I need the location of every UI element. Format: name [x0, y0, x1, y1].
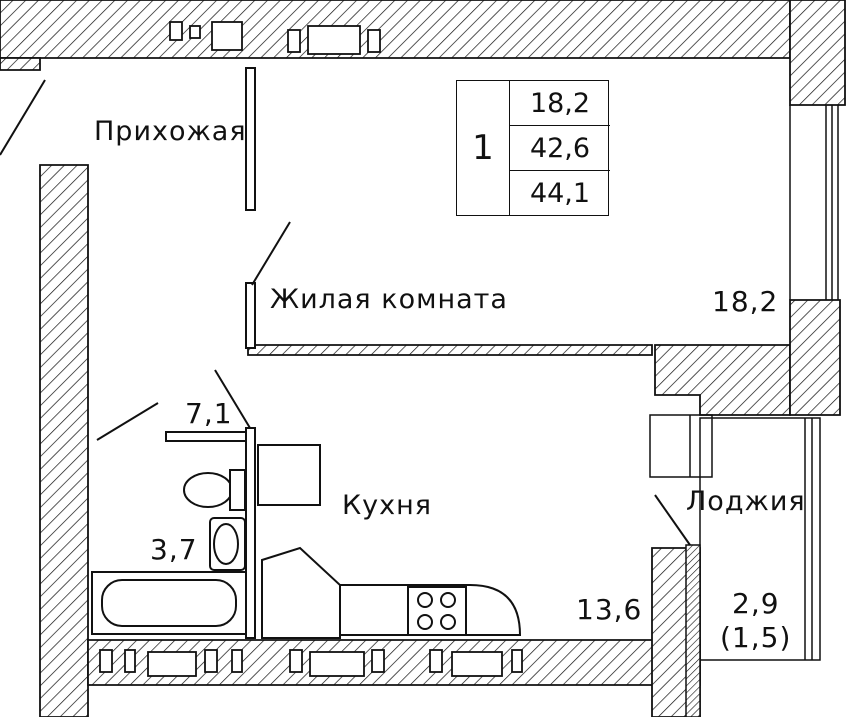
room-count: 1 — [457, 81, 510, 215]
living-left-partition — [245, 282, 256, 349]
top-wall — [0, 0, 791, 59]
toilet-icon — [183, 469, 246, 511]
kitchen-label: Кухня — [342, 490, 433, 521]
hallway-area: 7,1 — [185, 397, 233, 430]
total-area-value: 42,6 — [510, 126, 610, 171]
total-area-with-loggia-value: 44,1 — [529, 178, 591, 209]
loggia-glazing — [649, 414, 821, 717]
apartment-summary-table: 1 18,2 42,6 44,1 — [456, 80, 610, 216]
bath-top-partition — [165, 431, 247, 442]
hall-partition — [245, 67, 256, 211]
hallway-label: Прихожая — [94, 116, 247, 147]
wall-openings — [99, 21, 523, 677]
left-main-wall — [39, 164, 89, 717]
loggia-area: 2,9 — [732, 587, 780, 620]
living-room-label: Жилая комната — [270, 284, 508, 315]
right-mid-wall — [654, 344, 791, 416]
loggia-label: Лоджия — [686, 486, 806, 517]
bath-right-partition — [245, 427, 256, 639]
bathtub-icon — [91, 571, 247, 635]
loggia-reduced-area: (1,5) — [720, 621, 792, 654]
living-room-area: 18,2 — [712, 285, 779, 318]
sink-icon — [209, 517, 246, 571]
kitchen-area: 13,6 — [576, 593, 643, 626]
bathroom-area: 3,7 — [150, 533, 198, 566]
kitchen-counter — [257, 444, 522, 639]
left-wall — [0, 57, 41, 71]
door-swings — [0, 79, 691, 546]
living-area-value: 18,2 — [510, 81, 610, 126]
partition-lower — [247, 344, 653, 356]
living-window — [789, 105, 839, 300]
right-top-column — [789, 0, 846, 106]
right-pier — [789, 299, 841, 416]
